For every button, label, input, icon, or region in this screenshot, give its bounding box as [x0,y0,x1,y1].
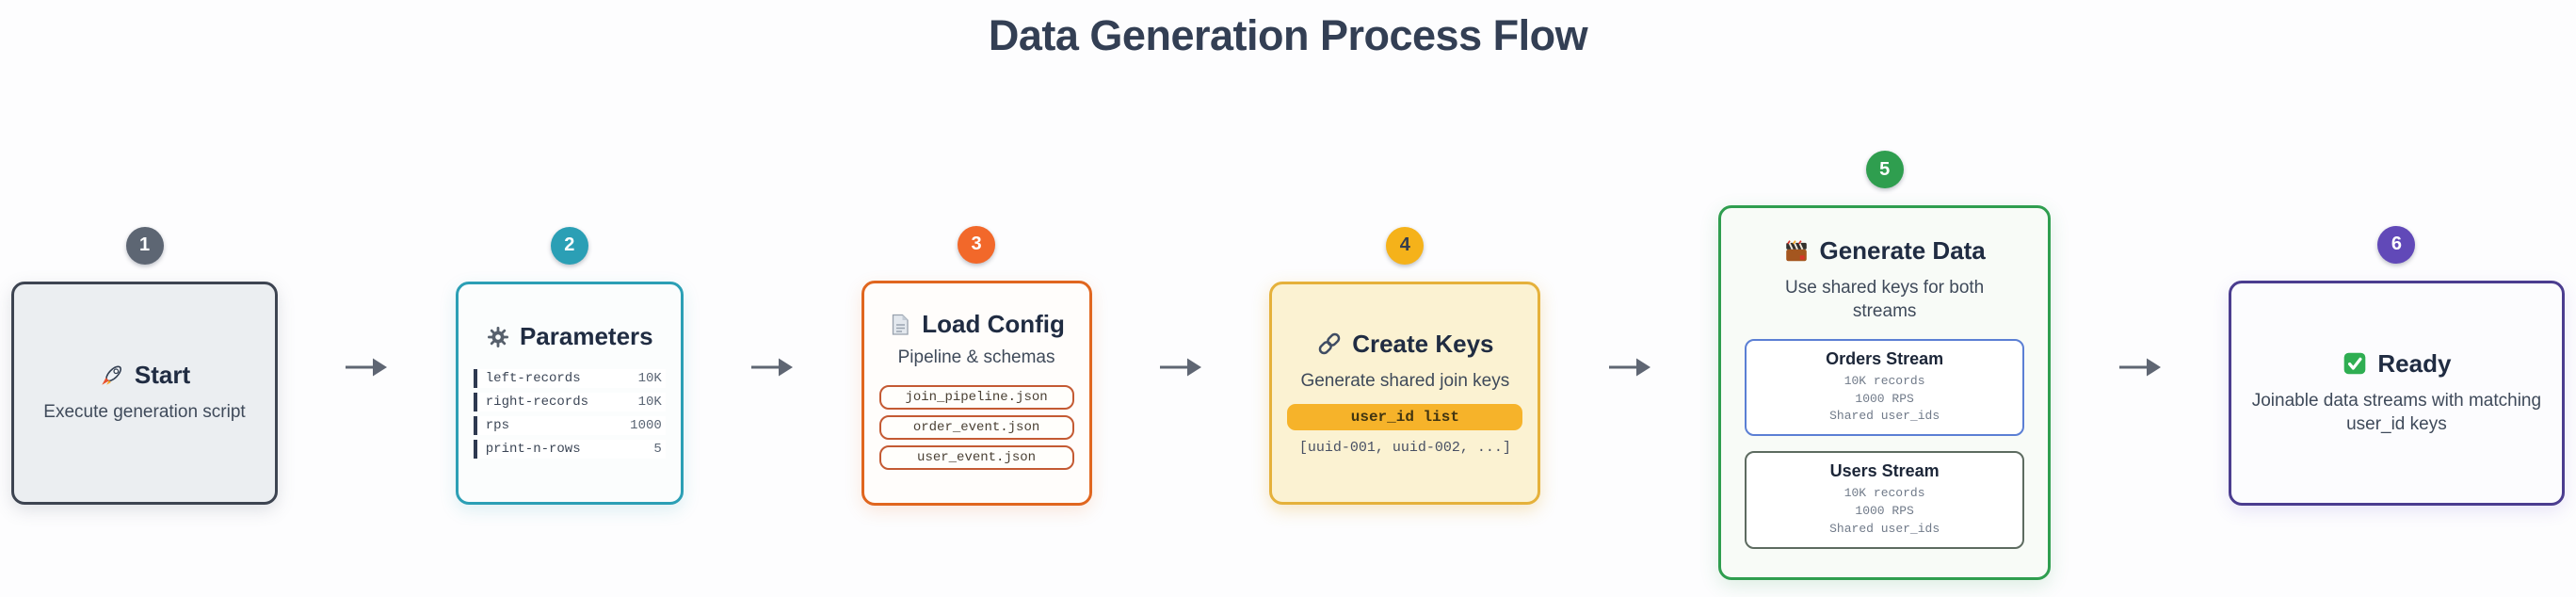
page-title: Data Generation Process Flow [988,11,1588,59]
document-icon [888,313,912,337]
step-load-config: 3 Load Config Pipeline & schemas join_pi… [861,225,1092,506]
users-stream-name: Users Stream [1829,461,1940,481]
load-config-title: Load Config [888,310,1065,339]
ready-description: Joinable data streams with matching user… [2251,390,2542,434]
parameters-label: Parameters [519,322,653,350]
create-keys-title: Create Keys [1316,329,1494,359]
link-icon [1316,331,1343,357]
flow-arrow-icon [1607,357,1652,382]
step-start: 1 Start Execute generation script [11,226,278,505]
process-flow: 1 Start Execute generation script 2 [11,137,2565,593]
flow-arrow-icon [749,357,795,382]
config-file-chip: join_pipeline.json [878,384,1074,410]
users-stream-records: 10K records [1843,486,1925,501]
parameter-row: print-n-rows 5 [473,440,666,459]
create-keys-box: Create Keys Generate shared join keys us… [1269,281,1541,505]
parameters-box: Parameters left-records 10K right-record… [455,281,684,505]
parameter-value: 10K [637,371,662,386]
parameter-list: left-records 10K right-records 10K rps 1… [473,364,666,463]
parameter-name: right-records [485,395,588,410]
users-stream-rps: 1000 RPS [1855,504,1914,519]
config-file-chip: order_event.json [878,414,1074,440]
create-keys-label: Create Keys [1352,329,1494,358]
start-description: Execute generation script [43,402,246,423]
flow-arrow-icon [1158,357,1203,382]
users-stream-shared-keys: Shared user_ids [1829,521,1940,536]
start-title: Start [99,361,190,390]
orders-stream-rps: 1000 RPS [1855,391,1914,406]
orders-stream-records: 10K records [1843,373,1925,388]
step-number-badge: 1 [125,226,164,265]
flow-arrow-icon [2117,357,2163,382]
parameter-value: 5 [653,442,662,457]
step-generate-data: 5 Generate Data Use shared keys for [1718,151,2052,580]
step-number-badge: 5 [1865,151,1904,188]
uuid-sample-text: [uuid-001, uuid-002, ...] [1298,440,1511,457]
load-config-subtitle: Pipeline & schemas [897,347,1055,368]
create-keys-subtitle: Generate shared join keys [1300,370,1510,391]
orders-stream-shared-keys: Shared user_ids [1829,409,1940,424]
parameter-name: print-n-rows [485,442,581,457]
generate-data-title: Generate Data [1783,236,1986,266]
user-id-list-pill: user_id list [1287,404,1523,431]
start-box: Start Execute generation script [11,281,278,505]
start-label: Start [134,361,191,390]
step-parameters: 2 [455,226,684,505]
parameters-title: Parameters [486,322,653,351]
load-config-box: Load Config Pipeline & schemas join_pipe… [861,280,1092,506]
step-number-badge: 6 [2377,225,2416,264]
orders-stream-card: Orders Stream 10K records 1000 RPS Share… [1745,338,2025,437]
clapper-icon [1783,238,1810,265]
config-file-chip: user_event.json [878,444,1074,470]
generate-data-subtitle: Use shared keys for both streams [1785,278,1985,321]
parameter-value: 1000 [630,418,662,433]
step-number-badge: 2 [550,226,588,265]
parameter-name: rps [485,418,509,433]
step-ready: 6 Ready Joinable data streams with match… [2228,225,2565,506]
load-config-label: Load Config [922,310,1065,339]
parameter-row: rps 1000 [473,416,666,435]
parameter-row: right-records 10K [473,393,666,411]
ready-title: Ready [2342,349,2451,379]
flow-arrow-icon [344,357,389,382]
step-create-keys: 4 Create Keys Generate shared join keys … [1269,226,1541,505]
ready-box: Ready Joinable data streams with matchin… [2228,280,2565,506]
step-number-badge: 3 [958,225,996,264]
gear-icon [486,325,510,349]
orders-stream-name: Orders Stream [1826,348,1944,368]
step-number-badge: 4 [1386,226,1425,265]
generate-data-label: Generate Data [1819,236,1986,266]
parameter-row: left-records 10K [473,369,666,388]
generate-data-box: Generate Data Use shared keys for both s… [1718,205,2052,580]
rocket-icon [99,363,125,389]
config-file-list: join_pipeline.json order_event.json user… [878,379,1074,476]
ready-label: Ready [2377,348,2452,378]
parameter-value: 10K [637,395,662,410]
check-icon [2342,350,2368,377]
parameter-name: left-records [485,371,581,386]
users-stream-card: Users Stream 10K records 1000 RPS Shared… [1745,451,2025,549]
